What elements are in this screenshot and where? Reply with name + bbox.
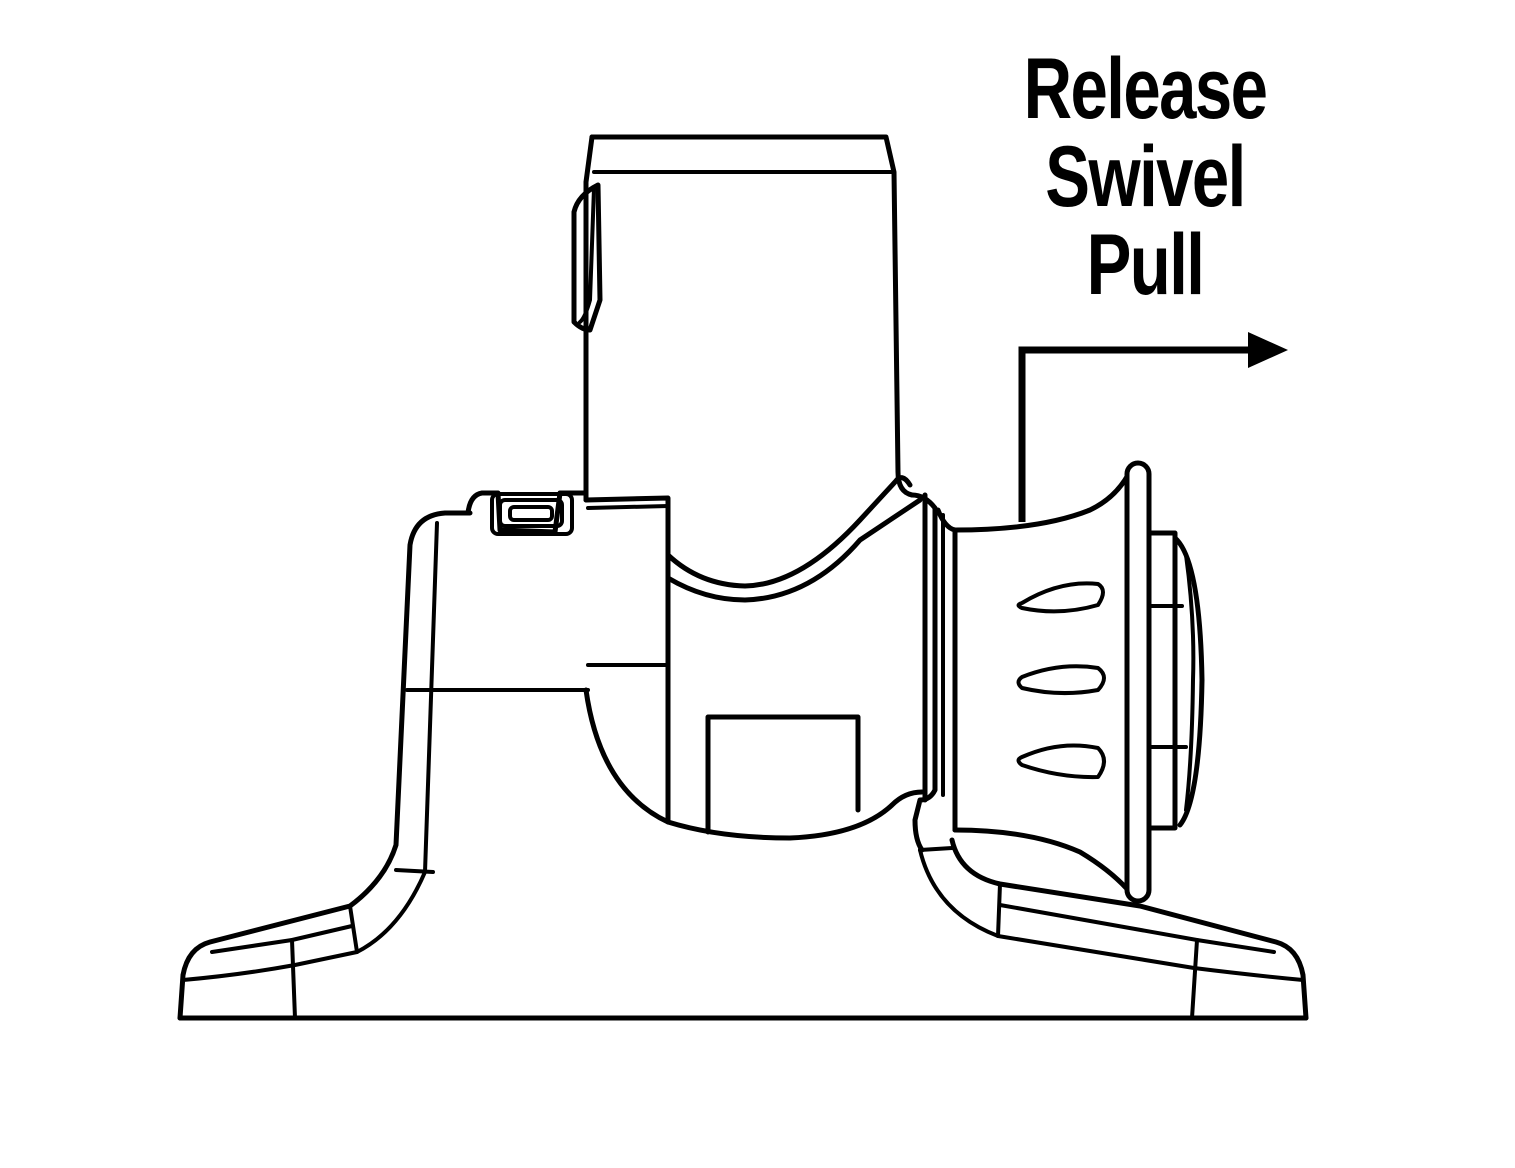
- latch-icon: [465, 490, 589, 536]
- callout-line-pull: Pull: [1086, 217, 1205, 313]
- pull-arrow-icon: [1018, 332, 1288, 522]
- pull-knob-icon: [952, 460, 1205, 904]
- mount-base-icon: [177, 510, 1309, 1021]
- callout-line-swivel: Swivel: [1045, 129, 1246, 225]
- callout-line-release: Release: [1023, 41, 1268, 137]
- mount-post-icon: [571, 134, 915, 503]
- swivel-body-icon: [583, 475, 958, 853]
- release-swivel-pull-label: Release Swivel Pull: [1020, 45, 1270, 309]
